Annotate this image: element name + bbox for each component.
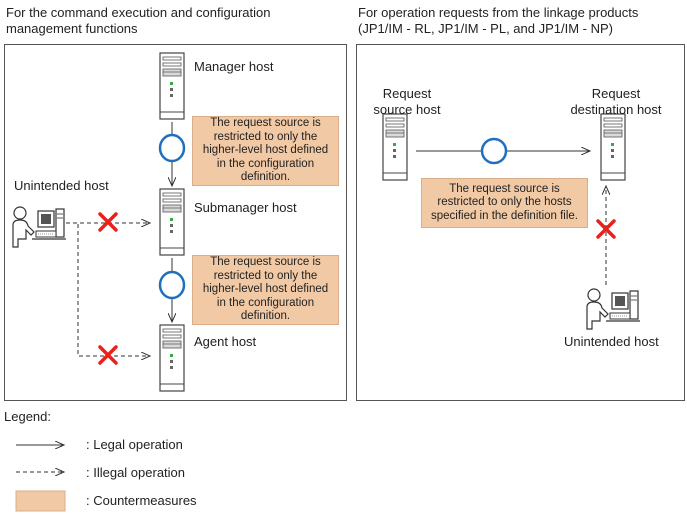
illegal-arrow-to-agent [77,224,150,356]
unintended-host-right-icon [586,288,640,330]
agent-server-icon [159,324,185,392]
agent-host-label: Agent host [194,334,257,349]
request-destination-host-label: Request destination host [570,86,662,117]
legend-title: Legend: [4,409,51,424]
submanager-server-icon [159,188,185,256]
right-panel-title: For operation requests from the linkage … [358,5,639,36]
request-source-host-label: Request source host [373,86,441,117]
manager-server-icon [159,52,185,120]
countermeasure-note-2: The request source is restricted to only… [192,255,339,325]
submanager-host-label: Submanager host [194,200,297,215]
legend-countermeasures-label: : Countermeasures [86,493,197,508]
left-panel-title: For the command execution and configurat… [6,5,271,36]
countermeasure-note-1: The request source is restricted to only… [192,116,339,186]
request-source-server-icon [382,113,408,181]
allowed-circle-icon [158,270,186,300]
manager-host-label: Manager host [194,59,274,74]
blocked-cross-icon [98,345,118,365]
unintended-host-left-label: Unintended host [14,178,109,193]
unintended-host-right-label: Unintended host [564,334,659,349]
legend-illegal-label: : Illegal operation [86,465,186,480]
legend-countermeasure-swatch [15,490,66,512]
request-destination-server-icon [600,113,626,181]
unintended-host-left-icon [12,206,66,248]
countermeasure-note-3: The request source is restricted to only… [421,178,588,228]
allowed-circle-icon [480,137,508,165]
blocked-cross-icon [98,212,118,232]
legend-legal-label: : Legal operation [86,437,183,452]
allowed-circle-icon [158,133,186,163]
blocked-cross-icon [596,219,616,239]
